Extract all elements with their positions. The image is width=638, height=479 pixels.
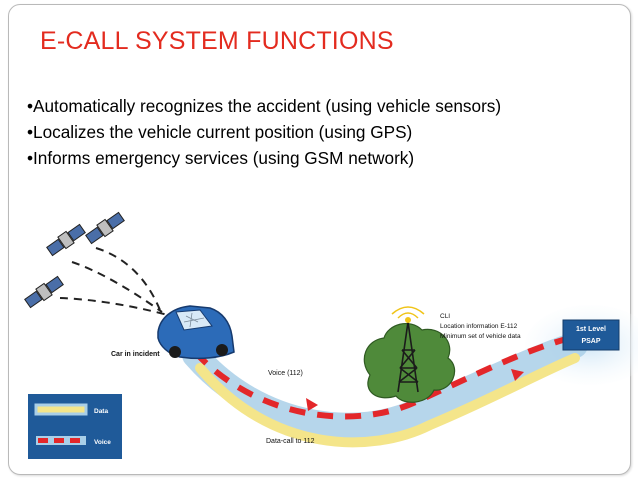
- satellite-icon: [85, 211, 125, 245]
- car-label: Car in incident: [111, 351, 160, 358]
- psap-sign-icon: [562, 319, 620, 351]
- voice-arrows: [306, 369, 524, 411]
- tower-info-msd: Minimum set of vehicle data: [440, 333, 521, 340]
- tower-info-cli: CLI: [440, 313, 450, 320]
- bullet-item-1: •Automatically recognizes the accident (…: [27, 96, 502, 116]
- satellite-icon: [24, 275, 64, 309]
- gps-signal-lines: [59, 247, 169, 316]
- slide-title: E-CALL SYSTEM FUNCTIONS: [40, 27, 394, 55]
- legend: [28, 394, 122, 459]
- bullet-item-2: •Localizes the vehicle current position …: [27, 122, 413, 142]
- communication-bands: [182, 332, 588, 448]
- satellite-icon: [46, 223, 86, 257]
- bullet-list: •Automatically recognizes the accident (…: [27, 93, 501, 171]
- legend-voice-label: Voice: [94, 439, 111, 446]
- bullet-item-3: •Informs emergency services (using GSM n…: [27, 148, 415, 168]
- psap-label-line2: PSAP: [581, 338, 600, 345]
- datacall-label: Data-call to 112: [266, 438, 315, 445]
- car-icon: [157, 305, 235, 360]
- voice-label: Voice (112): [268, 370, 303, 377]
- legend-data-label: Data: [94, 408, 108, 415]
- antenna-tower-icon: [363, 306, 456, 403]
- psap-label-line1: 1st Level: [576, 326, 606, 333]
- tower-info-location: Location information E-112: [440, 323, 518, 330]
